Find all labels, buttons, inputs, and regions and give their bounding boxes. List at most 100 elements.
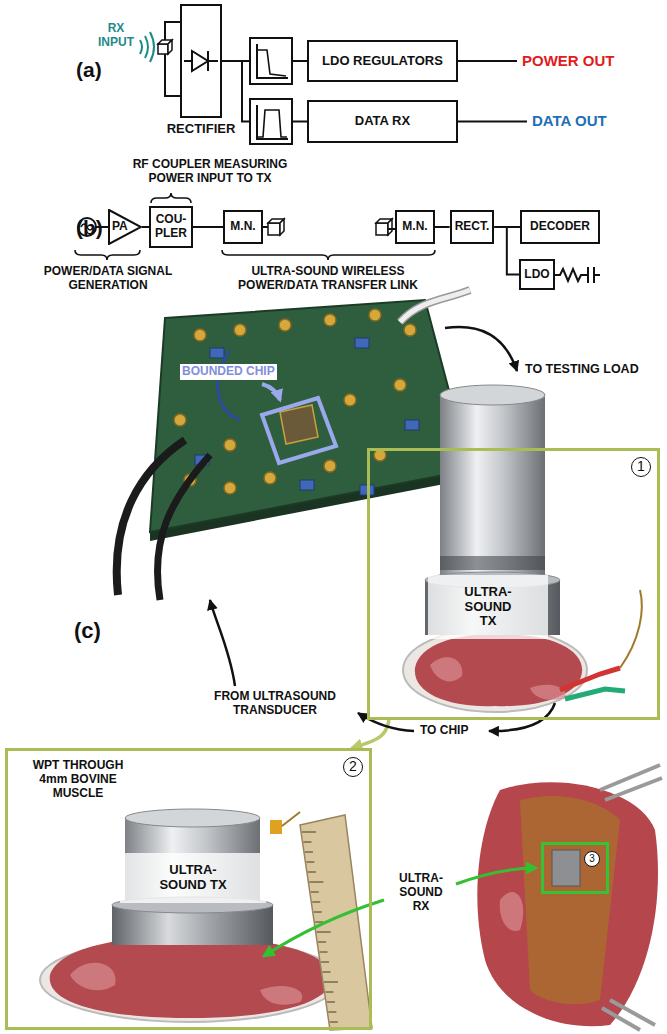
connector-line xyxy=(142,226,149,228)
amplifier-triangle: PA xyxy=(108,209,142,245)
tweezers xyxy=(602,1008,640,1030)
chip-highlight xyxy=(262,398,336,463)
circuit-board xyxy=(279,319,291,331)
transducer-cube xyxy=(268,223,280,235)
transducer-cube xyxy=(388,219,392,235)
matching-network-box: M.N. xyxy=(223,210,263,244)
output-wire xyxy=(458,61,527,122)
block-name: RECTIFIER xyxy=(167,122,236,137)
measuring-ruler xyxy=(270,812,372,1030)
circuit-board xyxy=(300,480,314,490)
measuring-ruler xyxy=(300,815,372,1030)
circuit-board xyxy=(324,314,336,326)
ruler-ticks xyxy=(318,942,326,943)
diode-symbol xyxy=(184,60,192,62)
panel-letter: (b) xyxy=(76,216,103,240)
annotation: TO CHIP xyxy=(420,724,468,738)
ruler-ticks xyxy=(323,972,331,973)
circuit-board xyxy=(210,348,224,358)
circuit-board xyxy=(369,309,381,321)
coupler-bracket xyxy=(151,193,191,203)
lowpass-filter xyxy=(257,44,288,78)
ruler-ticks xyxy=(312,902,320,903)
receiver-arrow xyxy=(264,868,536,956)
bovine-muscle-sample xyxy=(430,657,462,681)
lowpass-filter xyxy=(250,38,292,84)
regulator-box: LDO REGULATORS xyxy=(307,40,458,82)
circuit-board xyxy=(355,338,369,348)
diode-symbol xyxy=(184,51,218,71)
signal-name: RX INPUT xyxy=(96,22,136,50)
bandpass-filter xyxy=(250,99,292,144)
bovine-muscle-sample xyxy=(477,782,658,1026)
annotation: ULTRA-SOUND WIRELESS POWER/DATA TRANSFER… xyxy=(223,265,433,293)
highlight-frame: 3 xyxy=(541,842,609,894)
connector-line xyxy=(193,226,223,228)
bovine-muscle-sample xyxy=(500,892,523,931)
cables xyxy=(218,350,240,420)
ruler-ticks xyxy=(320,952,328,953)
input-wire xyxy=(165,22,180,96)
circuit-board xyxy=(150,300,470,532)
panel-letter: (a) xyxy=(76,58,102,82)
rx-wave-symbol xyxy=(140,40,142,54)
panel-letter: (c) xyxy=(74,618,101,643)
load-symbol xyxy=(587,267,589,283)
annotation: RF COUPLER MEASURING POWER INPUT TO TX xyxy=(115,158,305,186)
rx-wave-symbol xyxy=(150,32,154,62)
group-bracket xyxy=(75,250,140,260)
tweezers xyxy=(610,1000,655,1025)
block-name: COU- PLER xyxy=(154,213,188,241)
ruler-ticks xyxy=(302,832,338,1022)
output-wire xyxy=(458,121,527,123)
ultrasound-transducer xyxy=(125,809,260,827)
rx-wave-symbol xyxy=(140,32,154,62)
group-bracket xyxy=(222,250,435,260)
ruler-ticks xyxy=(325,992,333,993)
tweezers xyxy=(600,765,662,1030)
transducer-cube xyxy=(376,223,388,235)
circuit-board xyxy=(224,482,236,494)
bovine-muscle-sample xyxy=(520,796,620,1004)
cables xyxy=(400,290,470,322)
cables xyxy=(117,440,185,595)
part-name: ULTRA-SOUND TX xyxy=(457,585,519,630)
bovine-muscle-sample xyxy=(530,685,566,700)
annotation: TO TESTING LOAD xyxy=(525,362,639,376)
circuit-board xyxy=(405,420,419,430)
ruler-ticks xyxy=(302,832,316,833)
measuring-ruler xyxy=(282,812,300,826)
cables xyxy=(400,290,470,322)
ultrasound-transducer xyxy=(440,556,545,570)
circuit-board xyxy=(280,405,318,444)
circuit-board xyxy=(174,309,416,494)
cables xyxy=(157,455,210,600)
ultrasound-transducer xyxy=(440,385,545,405)
ruler-ticks xyxy=(324,982,338,983)
block-name: DATA RX xyxy=(355,114,410,129)
bovine-muscle-sample xyxy=(40,937,340,1022)
alligator-clips xyxy=(560,590,642,699)
circuit-board xyxy=(404,324,416,336)
block-name: RECT. xyxy=(455,220,490,234)
circuit-board xyxy=(224,439,236,451)
alligator-clips xyxy=(620,590,642,668)
circuit-board xyxy=(344,394,356,406)
connector-line xyxy=(494,227,519,275)
bovine-muscle-sample xyxy=(40,938,340,1022)
matching-network-box: M.N. xyxy=(395,210,435,244)
alligator-clips xyxy=(565,689,625,699)
receiver-arrow xyxy=(456,868,536,884)
transducer-cube xyxy=(388,228,395,230)
block-name: LDO xyxy=(524,268,549,282)
tweezers xyxy=(605,778,662,800)
callout-number: 2 xyxy=(343,757,363,777)
receiver-box: DATA RX xyxy=(307,100,458,143)
circuit-board xyxy=(194,329,206,341)
circuit-board xyxy=(394,379,406,391)
block-name: PA xyxy=(112,220,128,234)
bovine-muscle-sample xyxy=(403,628,587,712)
input-wire xyxy=(165,22,180,40)
bovine-muscle-sample xyxy=(415,634,582,706)
bovine-muscle-sample xyxy=(260,986,302,1005)
